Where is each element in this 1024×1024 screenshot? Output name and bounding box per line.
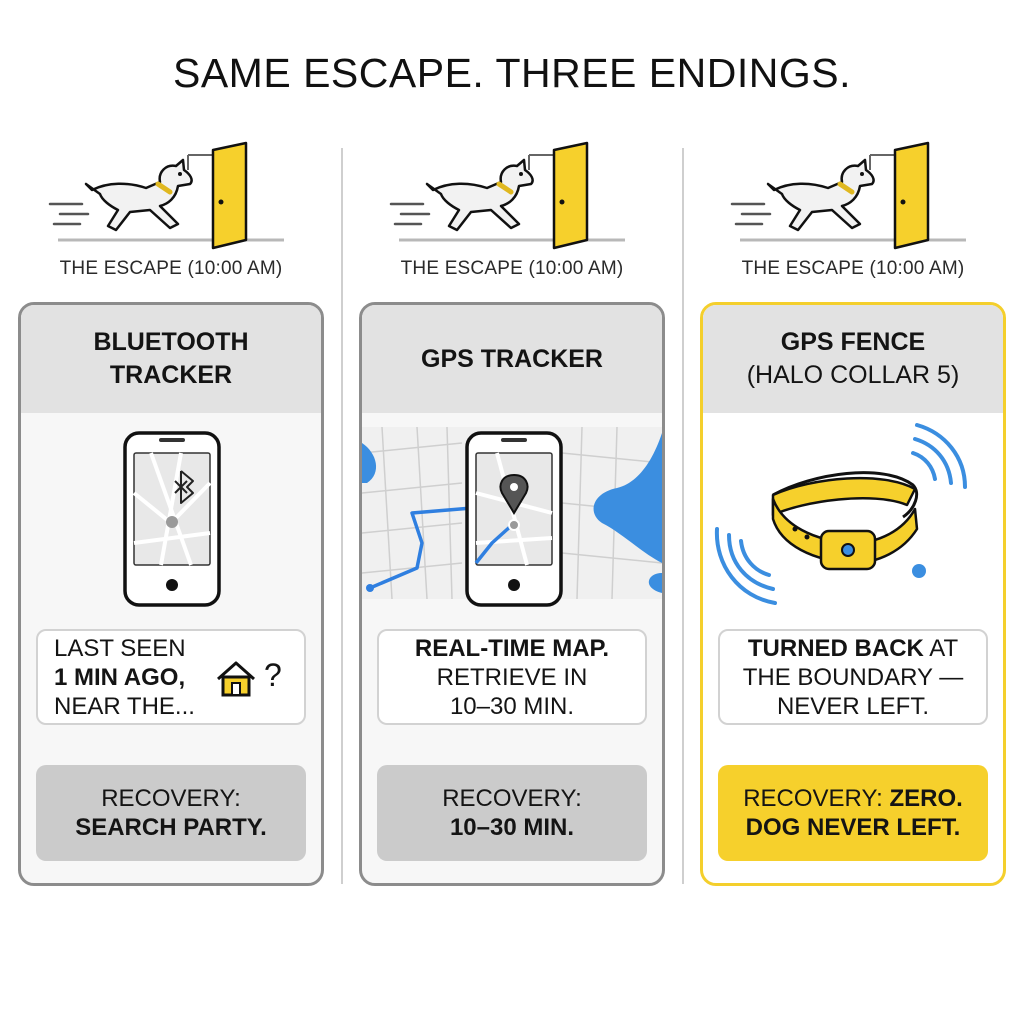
message-line: 10–30 MIN. [449, 692, 575, 720]
gps-fence-card: GPS FENCE (HALO COLLAR 5) [700, 302, 1006, 886]
recovery-value: SEARCH PARTY. [75, 814, 267, 841]
question-mark: ? [264, 657, 282, 693]
gps-tracker-card: GPS TRACKER [359, 302, 665, 886]
bluetooth-card: BLUETOOTH TRACKER LAST SEEN 1 MIN AGO, N… [18, 302, 324, 886]
heading-line1: GPS FENCE [780, 328, 926, 356]
message-line: NEAR THE... [54, 692, 195, 720]
message-line: NEVER LEFT. [776, 692, 930, 720]
heading-line1: BLUETOOTH [93, 328, 249, 356]
card-heading: BLUETOOTH TRACKER [21, 305, 321, 413]
message-bold: TURNED BACK [747, 634, 924, 662]
column-bluetooth: THE ESCAPE (10:00 AM) BLUETOOTH TRACKER … [18, 140, 324, 890]
escape-caption: THE ESCAPE (10:00 AM) [59, 258, 283, 279]
recovery-label: RECOVERY: [743, 785, 890, 812]
card-heading: GPS TRACKER [362, 305, 662, 413]
recovery-label: RECOVERY: [442, 785, 582, 812]
recovery-value: ZERO. [889, 785, 963, 812]
message-line: THE BOUNDARY — [742, 663, 964, 691]
collar-signal-icon [714, 423, 967, 605]
phone-bluetooth-icon [123, 431, 221, 607]
page-title: SAME ESCAPE. THREE ENDINGS. [172, 50, 851, 96]
phone-map-pin-icon [362, 426, 662, 607]
escape-caption: THE ESCAPE (10:00 AM) [400, 258, 624, 279]
card-heading: GPS FENCE (HALO COLLAR 5) [703, 305, 1003, 413]
message-line: AT [923, 634, 959, 662]
recovery-value: 10–30 MIN. [449, 814, 575, 841]
dog-escape-icon [359, 140, 665, 252]
status-message: TURNED BACK AT THE BOUNDARY — NEVER LEFT… [718, 629, 988, 725]
column-gps-tracker: THE ESCAPE (10:00 AM) GPS TRACKER [359, 140, 665, 890]
heading-line1: GPS TRACKER [421, 344, 603, 373]
column-divider [682, 148, 684, 884]
heading-line2: (HALO COLLAR 5) [746, 361, 960, 389]
recovery-label: RECOVERY: [101, 785, 241, 812]
message-bold: 1 MIN AGO, [54, 663, 186, 691]
column-gps-fence: THE ESCAPE (10:00 AM) GPS FENCE (HALO CO… [700, 140, 1006, 890]
message-line: RETRIEVE IN [436, 663, 588, 691]
column-divider [341, 148, 343, 884]
dog-escape-icon [700, 140, 1006, 252]
message-bold: REAL-TIME MAP. [414, 634, 610, 662]
status-message: REAL-TIME MAP. RETRIEVE IN 10–30 MIN. [377, 629, 647, 725]
recovery-value: DOG NEVER LEFT. [745, 814, 961, 841]
recovery-box: RECOVERY: SEARCH PARTY. [36, 765, 306, 861]
status-message: LAST SEEN 1 MIN AGO, NEAR THE... ? [36, 629, 306, 725]
recovery-box: RECOVERY: 10–30 MIN. [377, 765, 647, 861]
house-icon [217, 661, 255, 697]
dog-escape-icon [18, 140, 324, 252]
heading-line2: TRACKER [109, 361, 233, 389]
recovery-box: RECOVERY: ZERO. DOG NEVER LEFT. [718, 765, 988, 861]
message-line: LAST SEEN [54, 634, 186, 662]
escape-caption: THE ESCAPE (10:00 AM) [741, 258, 965, 279]
